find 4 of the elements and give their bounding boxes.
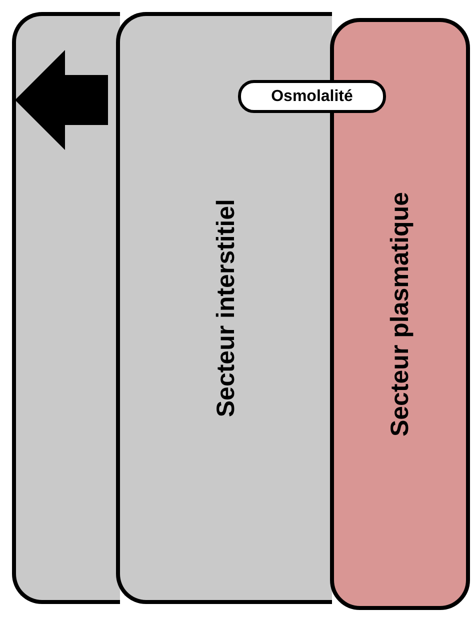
sector-label: Secteur interstitiel [212,198,240,418]
sector-label: Secteur plasmatique [386,192,414,436]
label-pill [238,80,386,113]
pill-label: Osmolalité [271,88,353,106]
